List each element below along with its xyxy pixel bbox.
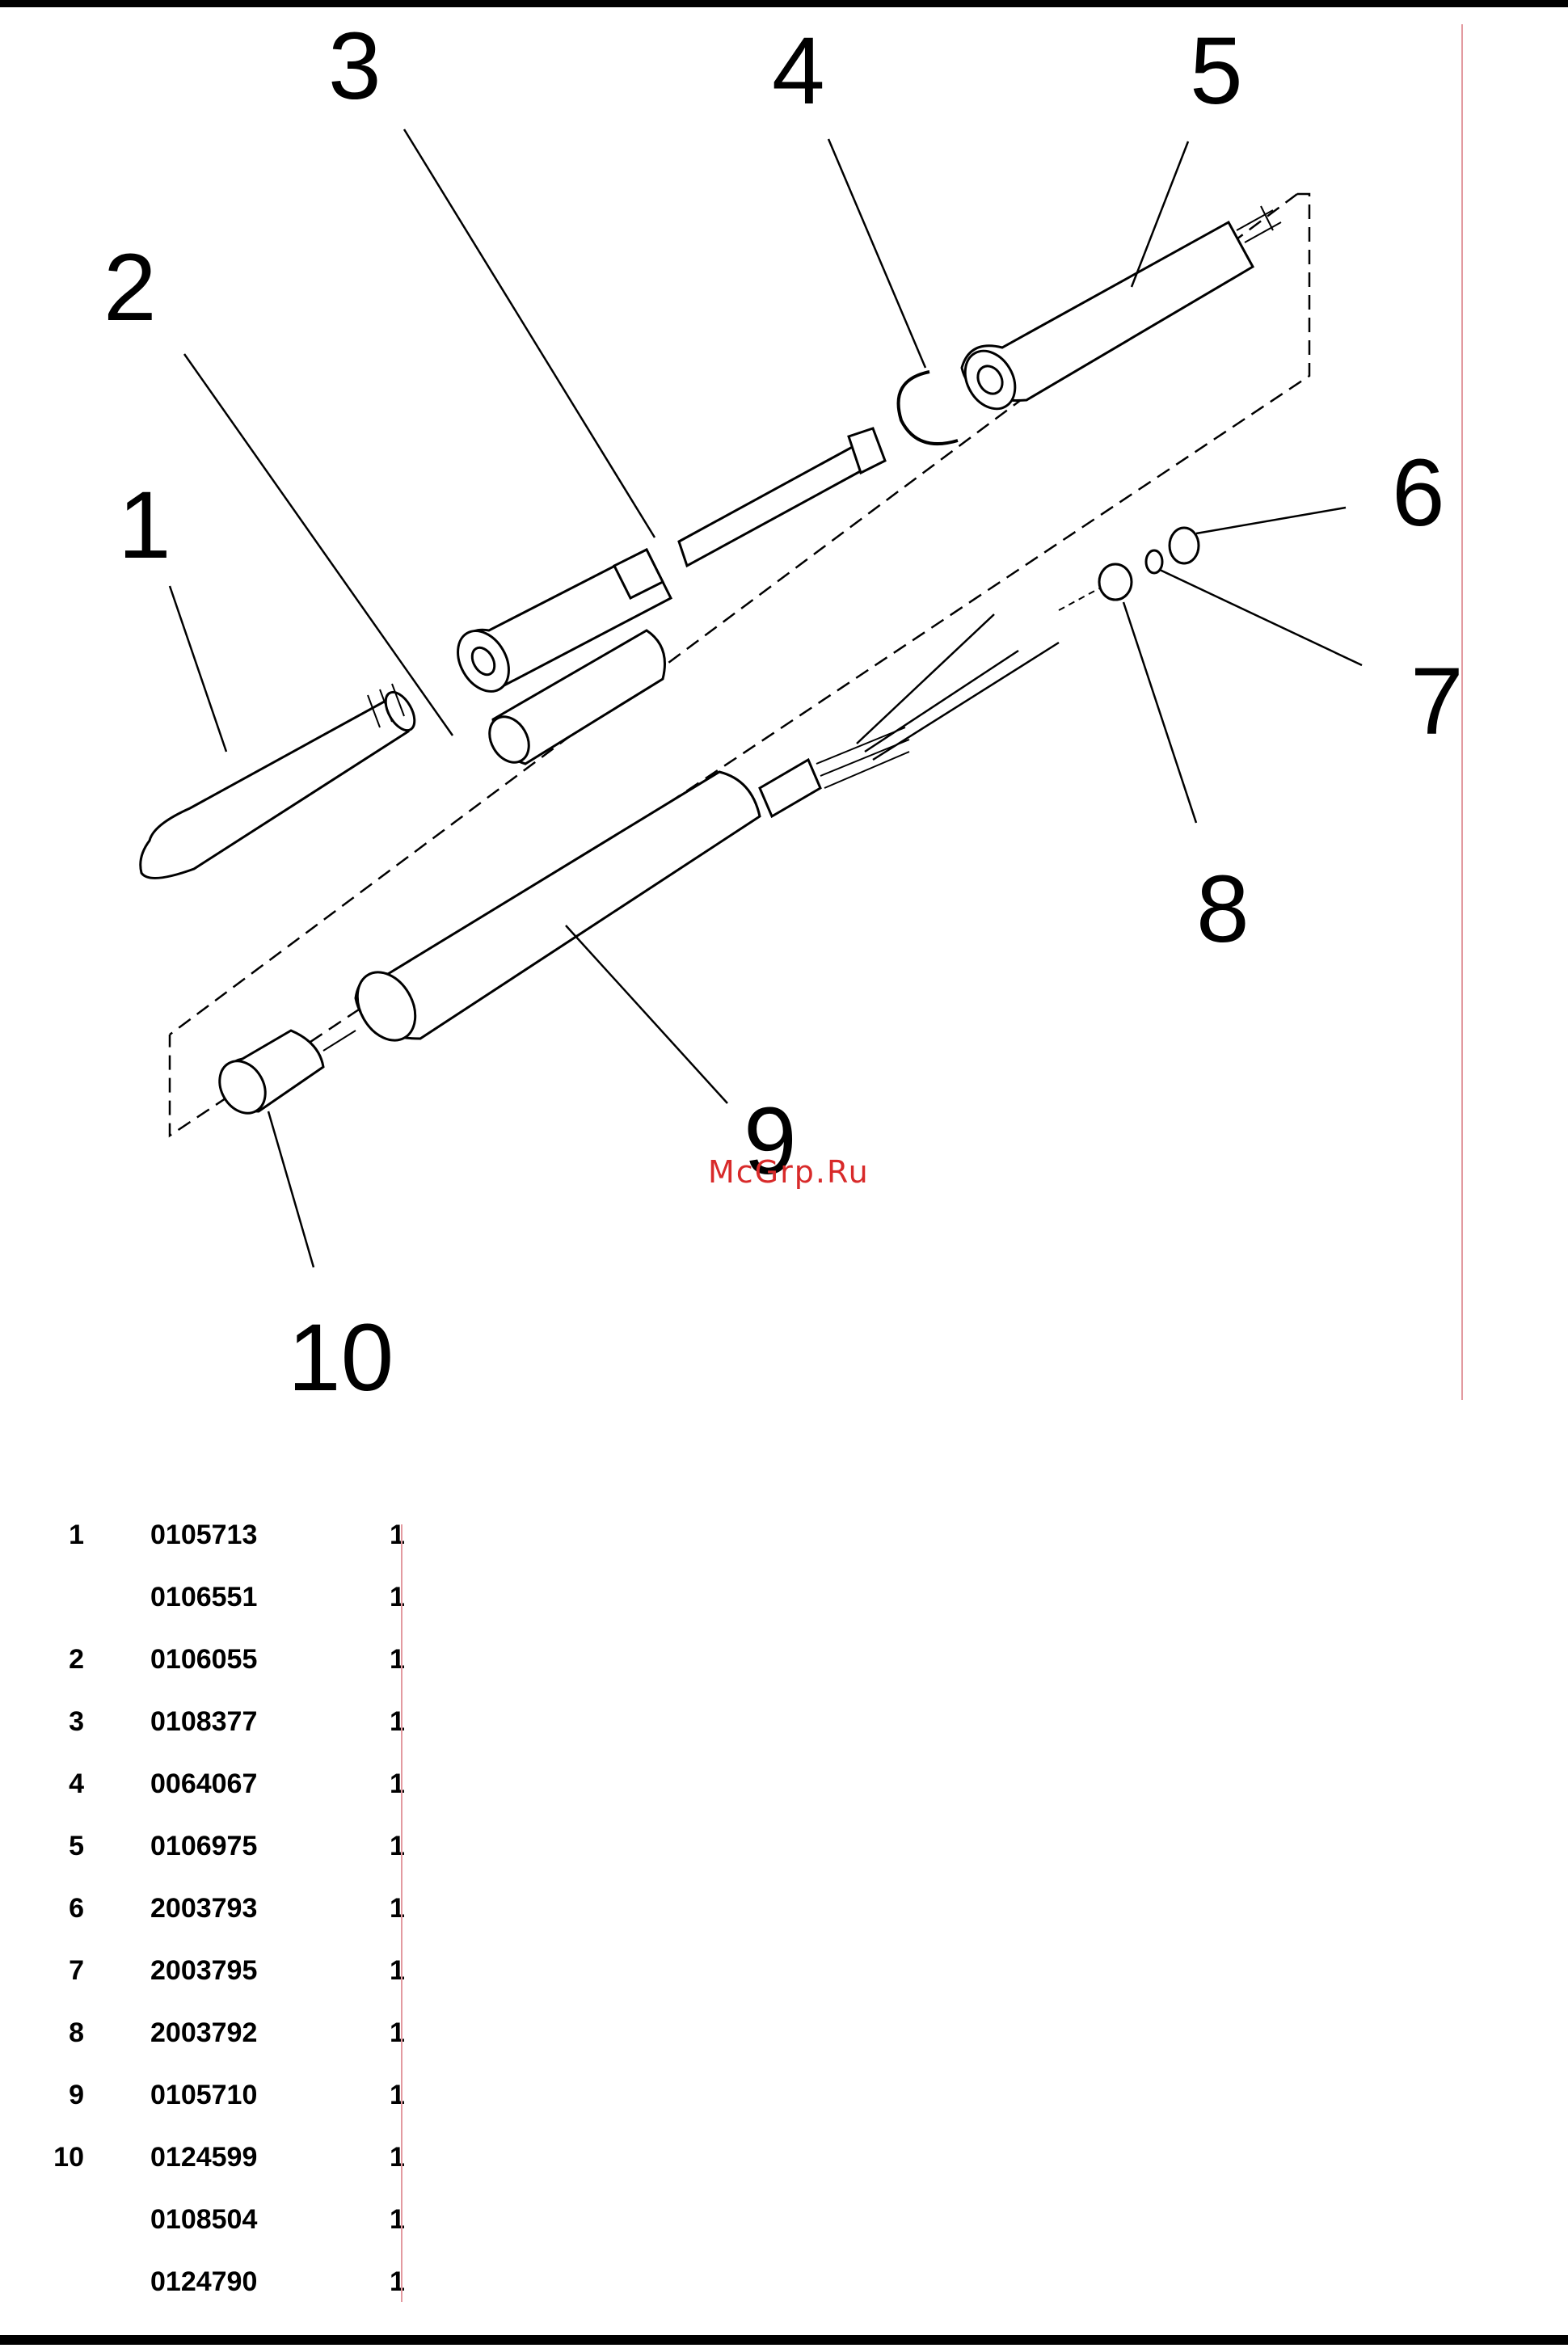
part-code: 0064067 — [150, 1768, 257, 1800]
exploded-view-diagram: 1 2 3 4 5 6 7 8 9 10 McGrp.Ru — [0, 0, 1568, 1439]
part-number: 5 — [0, 1831, 84, 1862]
parts-row: 8 2003792 1 — [0, 2017, 420, 2050]
callout-8: 8 — [1196, 856, 1250, 963]
part-qty: 1 — [390, 1893, 405, 1924]
part-5-tube — [955, 206, 1281, 418]
part-number: 6 — [0, 1893, 84, 1924]
leader-6 — [1196, 508, 1346, 533]
part-code: 0124790 — [150, 2266, 257, 2298]
part-qty: 1 — [390, 2080, 405, 2111]
part-qty: 1 — [390, 1582, 405, 1613]
callout-2: 2 — [103, 234, 157, 341]
leader-9 — [566, 925, 727, 1103]
watermark: McGrp.Ru — [708, 1154, 870, 1190]
parts-row: 5 0106975 1 — [0, 1831, 420, 1863]
part-9-body — [346, 614, 1059, 1051]
part-code: 2003793 — [150, 1893, 257, 1924]
part-3-inner-assembly — [448, 428, 885, 701]
callout-5: 5 — [1190, 18, 1243, 124]
parts-row: 10 0124599 1 — [0, 2142, 420, 2174]
part-qty: 1 — [390, 1955, 405, 1987]
leader-2 — [184, 354, 453, 736]
part-code: 0105713 — [150, 1520, 257, 1551]
part-6-nut — [1170, 528, 1199, 563]
part-qty: 1 — [390, 1520, 405, 1551]
callout-7: 7 — [1410, 648, 1464, 755]
part-code: 0108504 — [150, 2204, 257, 2236]
part-code: 2003795 — [150, 1955, 257, 1987]
leader-7 — [1160, 570, 1362, 665]
parts-row: 6 2003793 1 — [0, 1893, 420, 1925]
part-qty: 1 — [390, 2204, 405, 2236]
callout-3: 3 — [328, 13, 381, 120]
parts-row: 0106551 1 — [0, 1582, 420, 1614]
leader-10 — [268, 1111, 314, 1267]
parts-row: 3 0108377 1 — [0, 1706, 420, 1739]
part-code: 0108377 — [150, 1706, 257, 1738]
part-code: 0106055 — [150, 1644, 257, 1676]
part-qty: 1 — [390, 1706, 405, 1738]
callout-6: 6 — [1392, 440, 1445, 546]
part-number: 10 — [0, 2142, 84, 2173]
part-number: 1 — [0, 1520, 84, 1551]
part-code: 0106551 — [150, 1582, 257, 1613]
part-number: 7 — [0, 1955, 84, 1987]
parts-row: 1 0105713 1 — [0, 1520, 420, 1552]
part-10-connector — [210, 1031, 356, 1121]
part-code: 2003792 — [150, 2017, 257, 2049]
leader-8 — [1123, 602, 1196, 823]
parts-row: 9 0105710 1 — [0, 2080, 420, 2112]
parts-row: 0108504 1 — [0, 2204, 420, 2236]
part-1-end-cap — [141, 684, 420, 878]
qty-column-line — [401, 1524, 403, 2302]
part-7-washer — [1146, 550, 1162, 573]
parts-row: 2 0106055 1 — [0, 1644, 420, 1676]
part-number: 2 — [0, 1644, 84, 1676]
parts-row: 7 2003795 1 — [0, 1955, 420, 1988]
part-qty: 1 — [390, 2142, 405, 2173]
leader-3 — [404, 129, 655, 537]
part-code: 0106975 — [150, 1831, 257, 1862]
part-number: 4 — [0, 1768, 84, 1800]
part-qty: 1 — [390, 2266, 405, 2298]
part-number: 9 — [0, 2080, 84, 2111]
part-code: 0124599 — [150, 2142, 257, 2173]
callout-10: 10 — [288, 1305, 394, 1411]
callout-1: 1 — [118, 472, 171, 579]
bottom-rule — [0, 2335, 1568, 2345]
part-qty: 1 — [390, 1768, 405, 1800]
parts-row: 0124790 1 — [0, 2266, 420, 2299]
part-number: 3 — [0, 1706, 84, 1738]
part-qty: 1 — [390, 2017, 405, 2049]
part-number: 8 — [0, 2017, 84, 2049]
part-qty: 1 — [390, 1644, 405, 1676]
part-4-clip-ring — [899, 372, 958, 444]
part-code: 0105710 — [150, 2080, 257, 2111]
leader-4 — [828, 139, 925, 368]
leader-1 — [170, 586, 226, 752]
callout-4: 4 — [772, 18, 825, 124]
parts-row: 4 0064067 1 — [0, 1768, 420, 1801]
part-qty: 1 — [390, 1831, 405, 1862]
part-8-bushing — [1099, 564, 1132, 600]
